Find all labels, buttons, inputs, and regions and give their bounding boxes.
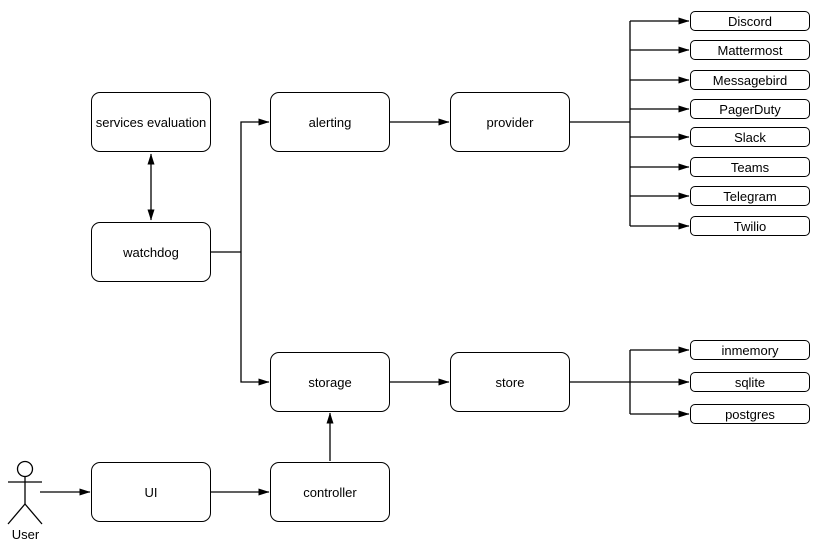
provider-target-telegram: Telegram: [690, 186, 810, 206]
store-backend-sqlite: sqlite: [690, 372, 810, 392]
leaf-label: Messagebird: [712, 72, 788, 88]
node-label: provider: [486, 114, 534, 130]
leaf-label: inmemory: [721, 342, 779, 358]
edge-store-fanout: [570, 346, 690, 418]
edge-watchdog-branch: [211, 118, 270, 386]
leaf-label: Twilio: [733, 218, 767, 234]
leaf-label: PagerDuty: [719, 101, 781, 117]
user-actor-icon: [7, 460, 43, 525]
provider-target-teams: Teams: [690, 157, 810, 177]
node-storage: storage: [270, 352, 390, 412]
node-label: alerting: [308, 114, 352, 130]
user-actor-label: User: [11, 527, 40, 542]
provider-target-pagerduty: PagerDuty: [690, 99, 810, 119]
node-label: storage: [308, 374, 352, 390]
provider-target-messagebird: Messagebird: [690, 70, 810, 90]
leaf-label: postgres: [725, 406, 775, 422]
provider-target-mattermost: Mattermost: [690, 40, 810, 60]
node-ui: UI: [91, 462, 211, 522]
provider-target-discord: Discord: [690, 11, 810, 31]
node-watchdog: watchdog: [91, 222, 211, 282]
node-label: store: [495, 374, 525, 390]
node-services-evaluation: services evaluation: [91, 92, 211, 152]
node-store: store: [450, 352, 570, 412]
node-label: watchdog: [123, 244, 179, 260]
leaf-label: Telegram: [723, 188, 777, 204]
node-provider: provider: [450, 92, 570, 152]
provider-target-slack: Slack: [690, 127, 810, 147]
store-backend-postgres: postgres: [690, 404, 810, 424]
provider-target-twilio: Twilio: [690, 216, 810, 236]
node-controller: controller: [270, 462, 390, 522]
store-backend-inmemory: inmemory: [690, 340, 810, 360]
node-label: UI: [144, 484, 158, 500]
leaf-label: Mattermost: [717, 42, 783, 58]
leaf-label: Slack: [734, 129, 766, 145]
node-label: services evaluation: [95, 114, 207, 130]
node-label: controller: [303, 484, 357, 500]
edge-provider-fanout: [570, 17, 690, 230]
node-alerting: alerting: [270, 92, 390, 152]
leaf-label: sqlite: [734, 374, 766, 390]
leaf-label: Teams: [730, 159, 770, 175]
leaf-label: Discord: [727, 13, 773, 29]
